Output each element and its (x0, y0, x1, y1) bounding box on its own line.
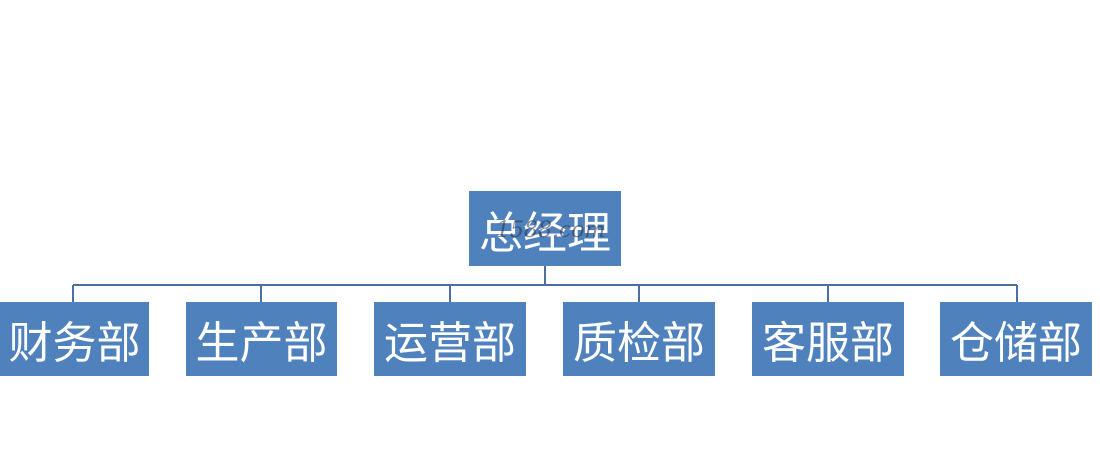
node-warehouse-dept[interactable]: 仓储部 (940, 302, 1092, 376)
node-general-manager-label: 总经理 (479, 207, 611, 259)
node-warehouse-dept-label: 仓储部 (950, 318, 1082, 369)
node-customer-service-dept[interactable]: 客服部 (752, 302, 904, 376)
node-finance-dept-label: 财务部 (8, 318, 141, 369)
node-customer-service-dept-label: 客服部 (762, 318, 894, 369)
node-quality-dept[interactable]: 质检部 (563, 302, 715, 376)
node-quality-dept-label: 质检部 (573, 318, 705, 369)
node-finance-dept[interactable]: 财务部 (0, 302, 149, 376)
node-production-dept-label: 生产部 (195, 318, 328, 369)
node-production-dept[interactable]: 生产部 (186, 302, 337, 376)
node-general-manager[interactable]: 总经理 (469, 191, 621, 266)
node-operations-dept[interactable]: 运营部 (374, 302, 526, 376)
node-operations-dept-label: 运营部 (384, 318, 516, 369)
